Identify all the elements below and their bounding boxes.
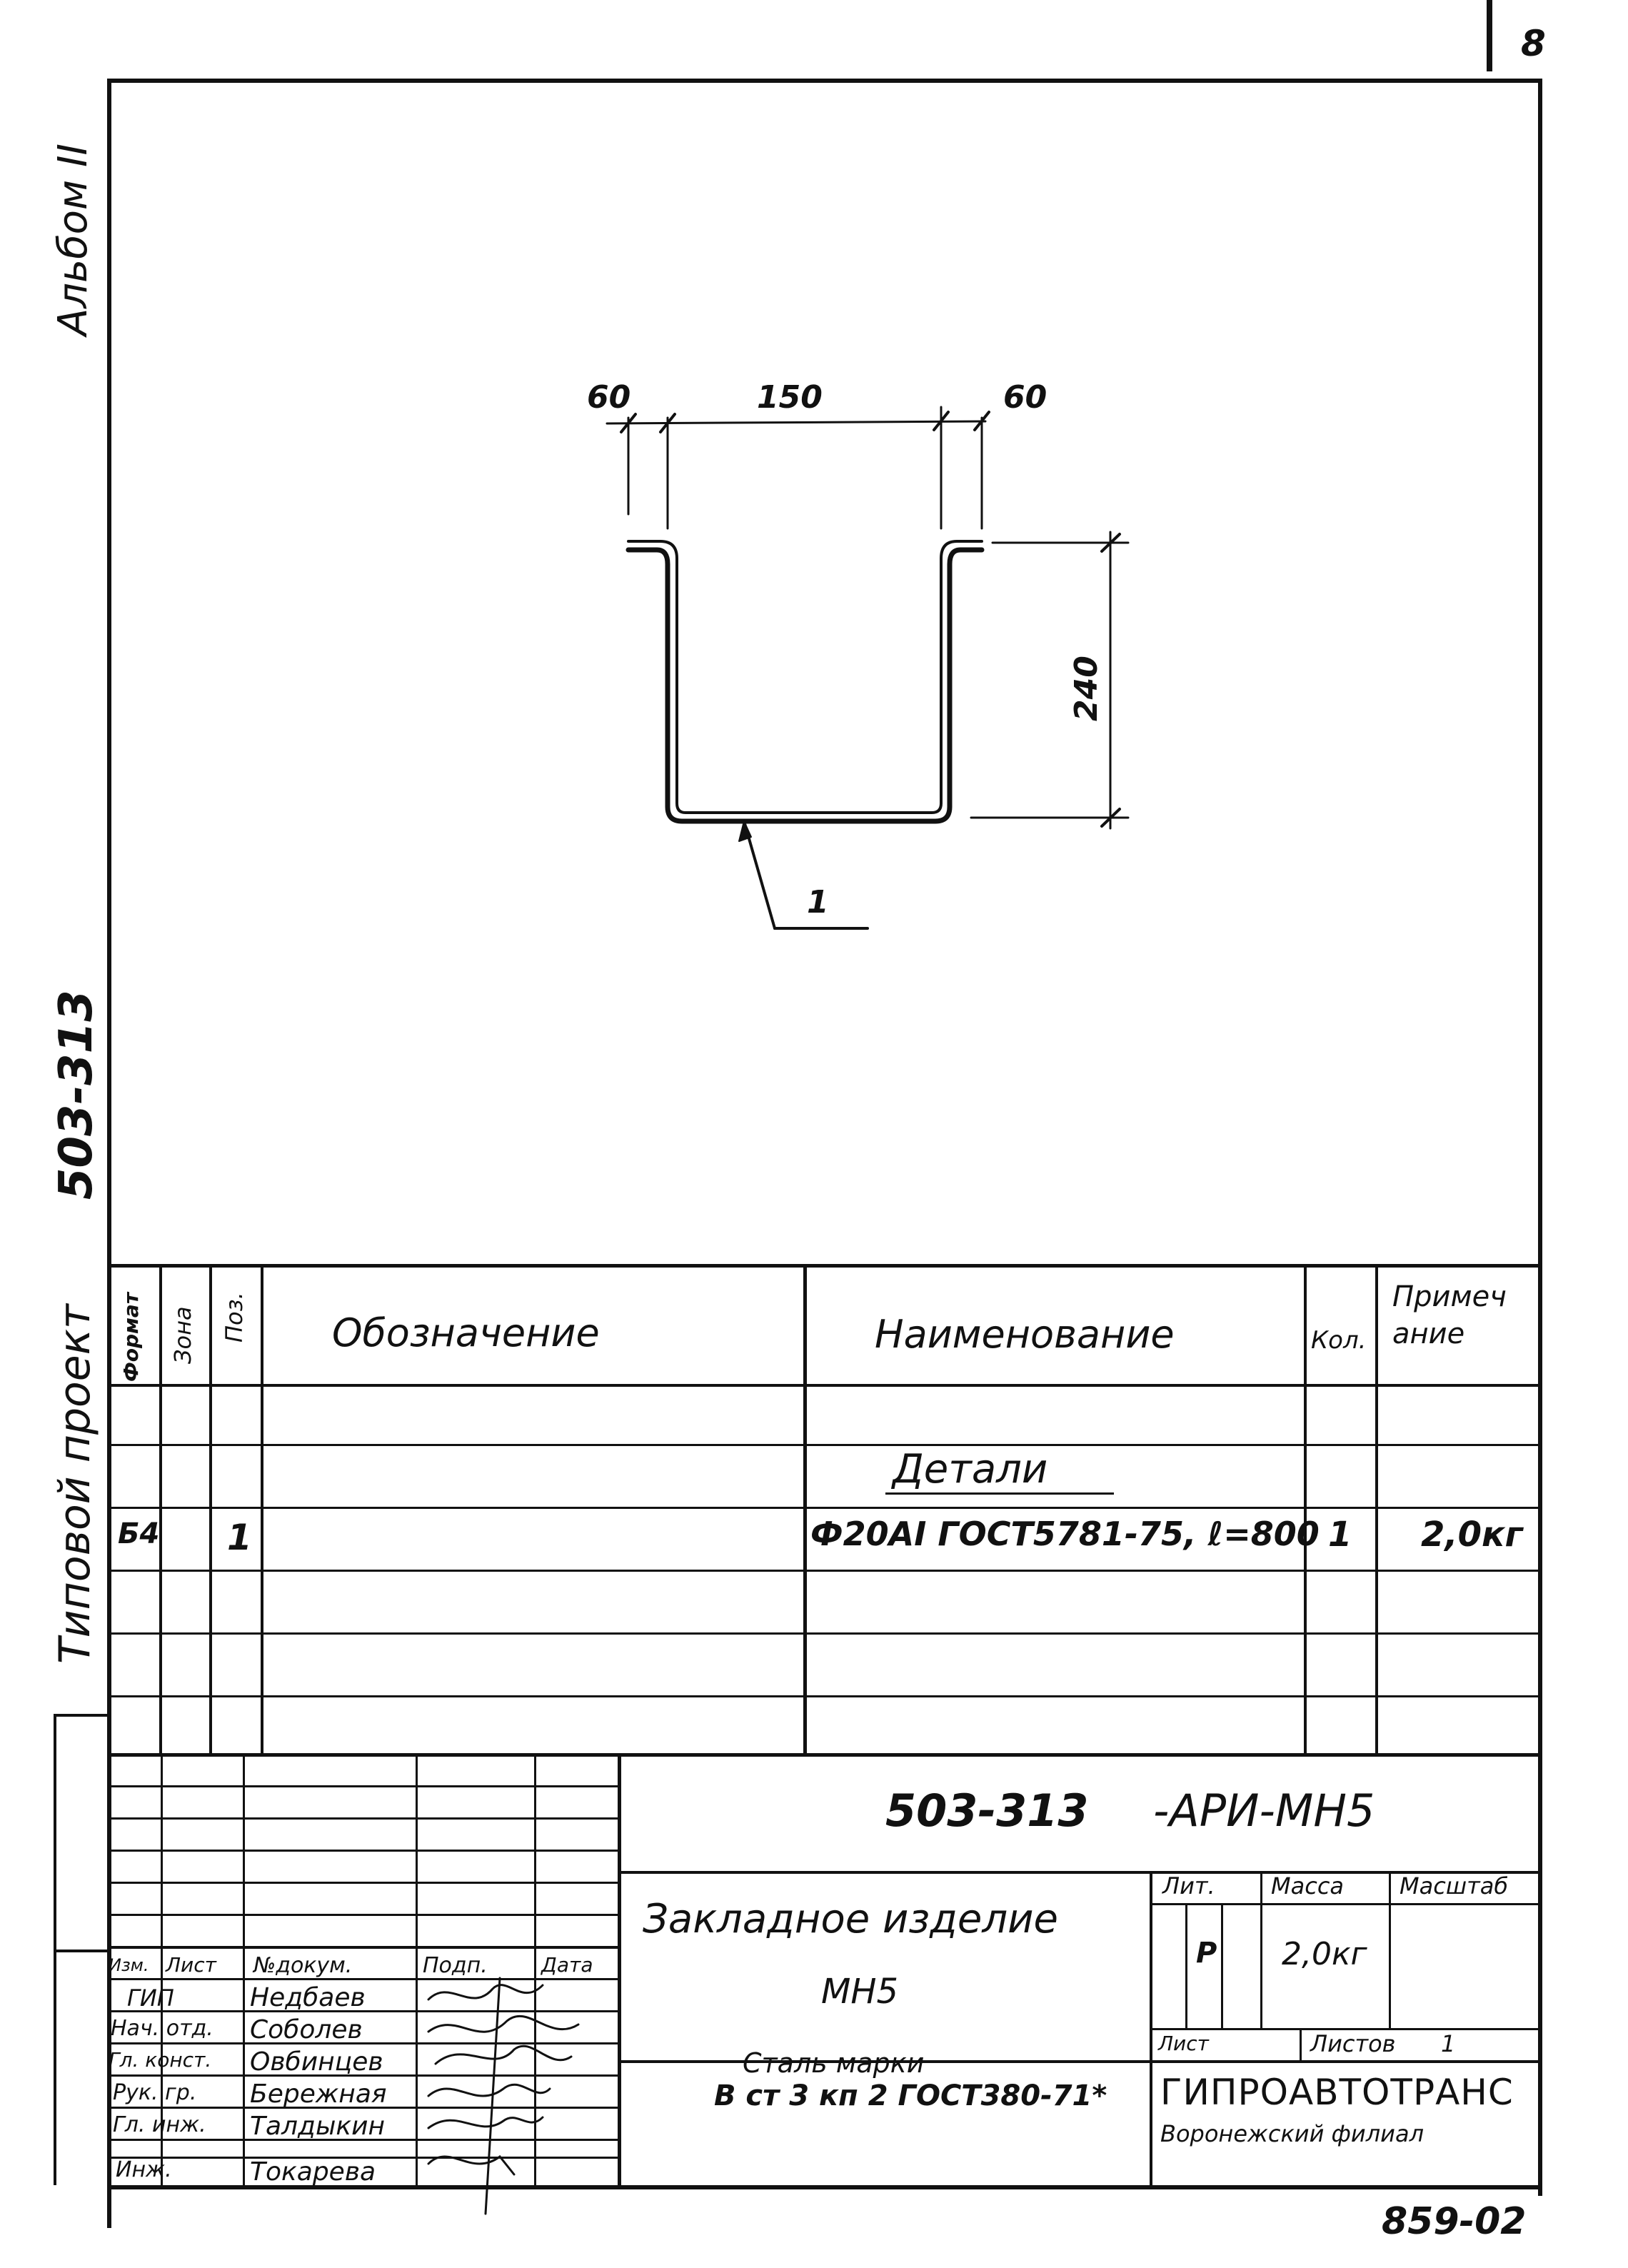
material-line2: В ст 3 кп 2 ГОСТ380-71* <box>714 2079 1107 2112</box>
name-4: Талдыкин <box>250 2112 386 2141</box>
mass-value: 2,0кг <box>1282 1936 1367 1972</box>
col-sign: Подп. <box>423 1953 488 1978</box>
role-0: ГИП <box>127 1985 174 2012</box>
name-5: Токарева <box>250 2157 376 2187</box>
col-date: Дата <box>541 1953 593 1977</box>
row-format: Б4 <box>118 1517 160 1550</box>
stamp-strip-top <box>54 1714 111 1717</box>
name-1: Соболев <box>250 2015 363 2044</box>
section-title: Детали <box>893 1446 1048 1492</box>
sheets-value: 1 <box>1441 2030 1456 2057</box>
frame-top <box>107 79 1541 83</box>
sheets-label: Листов <box>1310 2030 1396 2057</box>
col-izm: Изм. <box>109 1955 149 1975</box>
col-doc: №докум. <box>253 1953 353 1978</box>
bent-bar-outer <box>625 547 985 824</box>
org-name: ГИПРОАВТОТРАНС <box>1160 2072 1514 2113</box>
role-5: Инж. <box>116 2157 172 2182</box>
col-list: Лист <box>166 1953 216 1977</box>
frame-left <box>107 79 111 2228</box>
lit-label: Лит. <box>1162 1872 1215 1900</box>
stamp-strip-mid <box>54 1950 111 1952</box>
archive-number: 859-02 <box>1382 2200 1527 2243</box>
title-line2: МН5 <box>821 1972 899 2012</box>
header-name: Наименование <box>875 1312 1175 1357</box>
dim-mid-150: 150 <box>757 379 823 416</box>
name-3: Бережная <box>250 2079 387 2109</box>
bent-bar-inner <box>627 540 983 814</box>
role-2: Гл. конст. <box>109 2048 212 2072</box>
lit-value: Р <box>1196 1937 1217 1970</box>
role-1: Нач. отд. <box>111 2016 213 2041</box>
header-designation: Обозначение <box>332 1310 600 1355</box>
name-0: Недбаев <box>250 1983 366 2012</box>
frame-right <box>1538 79 1542 2196</box>
row-name: Ф20АI ГОСТ5781-75, ℓ=800 <box>810 1515 1320 1553</box>
doc-code: 503-313 <box>885 1785 1089 1837</box>
row-qty: 1 <box>1328 1515 1352 1555</box>
doc-suffix: -АРИ-МН5 <box>1153 1785 1375 1837</box>
frame-bottom <box>107 2185 1542 2189</box>
header-note: Примечание <box>1392 1280 1507 1350</box>
scale-label: Масштаб <box>1400 1872 1509 1900</box>
material-line1: Сталь марки <box>743 2047 925 2079</box>
title-line1: Закладное изделие <box>643 1896 1058 1942</box>
position-callout: 1 <box>807 884 829 920</box>
header-qty: Кол. <box>1311 1326 1367 1355</box>
mass-label: Масса <box>1271 1872 1345 1900</box>
row-pos: 1 <box>227 1517 252 1558</box>
dim-left-60: 60 <box>587 379 631 416</box>
dim-right-60: 60 <box>1003 379 1047 416</box>
name-2: Овбинцев <box>250 2047 383 2077</box>
role-4: Гл. инж. <box>113 2112 206 2137</box>
org-branch: Воронежский филиал <box>1160 2120 1424 2147</box>
sheet-label: Лист <box>1158 2032 1209 2055</box>
role-3: Рук. гр. <box>113 2080 197 2105</box>
row-note: 2,0кг <box>1421 1515 1523 1555</box>
sheet-number: 8 <box>1521 23 1546 64</box>
sheet-number-divider <box>1487 0 1492 71</box>
